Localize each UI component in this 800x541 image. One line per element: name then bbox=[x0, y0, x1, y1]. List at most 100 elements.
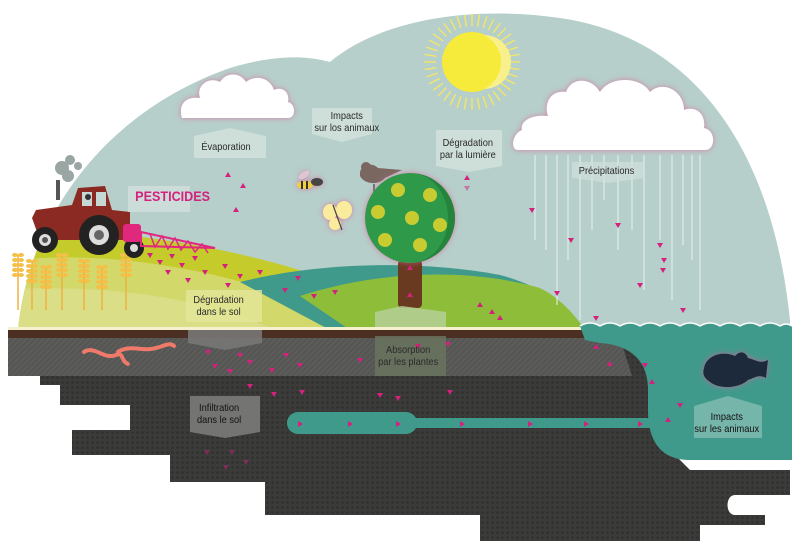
pesticide-particle bbox=[192, 256, 198, 261]
sun-ray bbox=[456, 16, 462, 28]
pesticide-particle bbox=[660, 268, 666, 273]
wheat-grain bbox=[56, 258, 62, 262]
sun-ray bbox=[428, 39, 441, 47]
wheat-grain bbox=[56, 273, 62, 277]
sun-ray bbox=[503, 77, 516, 85]
label-degradation-light-line2: par la lumière bbox=[439, 149, 496, 161]
wheat-grain bbox=[46, 285, 52, 289]
fish-icon bbox=[703, 352, 768, 388]
label-impacts-water-line2: sur les animaux bbox=[694, 423, 760, 435]
wheat-grain bbox=[84, 264, 90, 268]
pesticide-particle bbox=[283, 353, 289, 358]
pesticide-particle bbox=[240, 183, 246, 188]
pesticide-particle bbox=[222, 264, 228, 269]
pesticide-particle bbox=[377, 393, 383, 398]
label-impacts-air-line2: sur los animaux bbox=[314, 122, 380, 134]
label-impacts-air-line1: Impacts bbox=[330, 110, 363, 122]
pesticide-particle bbox=[584, 421, 589, 427]
topsoil-line bbox=[8, 327, 588, 330]
label-evaporation: Évaporation bbox=[201, 141, 251, 153]
wheat-grain bbox=[18, 273, 24, 277]
label-absorption: Absorption par les plantes bbox=[378, 344, 438, 368]
apple bbox=[405, 211, 419, 225]
wheat-grain bbox=[120, 258, 126, 262]
pesticide-particle bbox=[395, 396, 401, 401]
pesticide-particle bbox=[477, 302, 483, 307]
pesticide-particle bbox=[638, 421, 643, 427]
pesticide-particle bbox=[227, 369, 233, 374]
sun-ray bbox=[456, 96, 462, 108]
pesticide-particle bbox=[147, 253, 153, 258]
wheat-grain bbox=[40, 270, 46, 274]
pesticide-particle bbox=[680, 308, 686, 313]
apple bbox=[378, 233, 392, 247]
pesticide-particle bbox=[269, 368, 275, 373]
wheat-grain bbox=[46, 265, 52, 269]
wheat-grain bbox=[12, 268, 18, 272]
wheat-grain bbox=[32, 259, 38, 263]
pesticide-particle bbox=[233, 207, 239, 212]
sun-ray bbox=[424, 53, 437, 58]
rain-cloud-icon bbox=[513, 80, 714, 150]
pesticide-particle bbox=[157, 260, 163, 265]
pesticide-particle bbox=[165, 270, 171, 275]
apple bbox=[433, 218, 447, 232]
label-infiltration-line1: Infiltration bbox=[199, 402, 240, 414]
pesticide-particle bbox=[665, 417, 671, 422]
wheat-grain bbox=[40, 285, 46, 289]
pesticide-particle bbox=[179, 263, 185, 268]
wheat-grain bbox=[62, 263, 68, 267]
wheat-grain bbox=[32, 264, 38, 268]
sun-ray bbox=[492, 90, 501, 102]
wheat-grain bbox=[84, 259, 90, 263]
butterfly-icon bbox=[323, 201, 352, 231]
apple bbox=[413, 238, 427, 252]
tractor-icon bbox=[32, 155, 144, 258]
wheat-grain bbox=[126, 273, 132, 277]
pesticide-particle bbox=[212, 364, 218, 369]
wheat-grain bbox=[62, 258, 68, 262]
wheat-grain bbox=[78, 264, 84, 268]
pesticide-particle bbox=[677, 403, 683, 408]
label-infiltration-line2: dans le sol bbox=[197, 414, 242, 426]
apple-tree-icon bbox=[365, 173, 455, 308]
label-infiltration: Infiltration dans le sol bbox=[197, 402, 241, 426]
sun-ray bbox=[487, 93, 495, 106]
pesticide-particle bbox=[445, 342, 451, 347]
sun-ray bbox=[476, 14, 481, 27]
wheat-grain bbox=[46, 270, 52, 274]
wheat-grain bbox=[40, 275, 46, 279]
sun-ray bbox=[496, 27, 507, 38]
pesticide-particle bbox=[396, 421, 401, 427]
wheat-grain bbox=[46, 280, 52, 284]
wheat-grain bbox=[78, 274, 84, 278]
pesticide-particle bbox=[297, 363, 303, 368]
pesticide-particle bbox=[205, 350, 211, 355]
sun-ray bbox=[432, 33, 444, 42]
pesticide-particle bbox=[528, 421, 533, 427]
wheat-grain bbox=[102, 265, 108, 269]
sun-ray bbox=[487, 18, 495, 31]
wheat-grain bbox=[18, 253, 24, 257]
label-absorption-line2: par les plantes bbox=[378, 356, 439, 368]
wheat-grain bbox=[120, 268, 126, 272]
wheat-grain bbox=[62, 253, 68, 257]
pesticide-particle bbox=[271, 392, 277, 397]
sun-ray bbox=[496, 86, 507, 97]
label-impacts-water: Impacts sur les animaux bbox=[694, 411, 759, 435]
pesticide-particle bbox=[464, 175, 470, 180]
apple bbox=[423, 188, 437, 202]
sun-ray bbox=[424, 66, 437, 71]
sun-ray bbox=[500, 82, 512, 91]
sun-ray bbox=[500, 33, 512, 42]
wheat-grain bbox=[26, 279, 32, 283]
pesticide-particle bbox=[229, 450, 235, 455]
wheat-grain bbox=[12, 258, 18, 262]
wheat-grain bbox=[84, 274, 90, 278]
pesticide-particle bbox=[489, 309, 495, 314]
wheat-grain bbox=[102, 280, 108, 284]
worm-icon bbox=[82, 342, 176, 366]
wheat-grain bbox=[120, 273, 126, 277]
label-degradation-soil-line2: dans le sol bbox=[196, 306, 241, 318]
